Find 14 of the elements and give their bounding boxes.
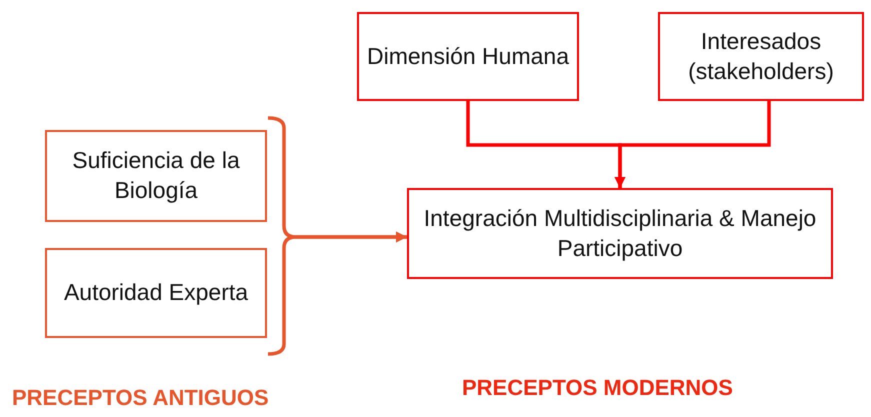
text-box <box>658 12 864 101</box>
box-text: Interesados (stakeholders) <box>687 26 835 86</box>
brace-arrow <box>268 231 407 356</box>
section-title: PRECEPTOS ANTIGUOS <box>12 385 269 411</box>
text-box <box>45 130 267 222</box>
text-box <box>357 12 579 101</box>
connector-arrow <box>614 101 771 188</box>
box-text: Integración Multidisciplinaria & Manejo Participativo <box>422 204 818 263</box>
box-text: Dimensión Humana <box>366 42 570 71</box>
text-box <box>45 248 267 338</box>
box-text: Autoridad Experta <box>62 278 250 308</box>
section-title: PRECEPTOS MODERNOS <box>462 375 733 401</box>
text-box <box>407 188 833 279</box>
box-text: Suficiencia de la Biología <box>71 146 241 205</box>
